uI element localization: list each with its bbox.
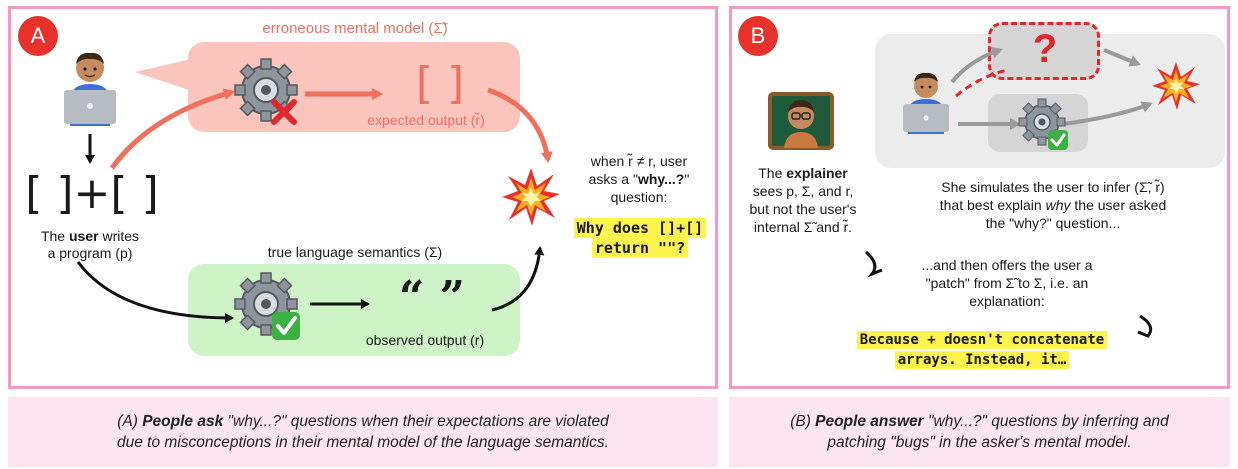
caption-b-prefix: (B) [790,413,816,430]
caption-a-rest: "why...?" questions when their expectati… [223,413,609,430]
when-question-text: when r̃ ≠ r, user asks a "why...?" quest… [566,152,712,206]
true-gear-icon [234,272,306,344]
user-caption: The user writes a program (p) [18,228,162,262]
explainer-line3: but not the user's [749,201,857,217]
caption-a-prefix: (A) [117,413,143,430]
caption-b-rest: "why...?" questions by inferring and [923,413,1169,430]
when-line3: question: [610,189,668,205]
patch-line2: "patch" from Σ̃ to Σ, i.e. an [925,275,1089,291]
explainer-line4: internal Σ̃ and r̃. [753,219,853,235]
expected-output-brackets: [ ] [415,58,465,109]
program-text: [ ]+[ ] [25,168,159,219]
user-at-laptop-icon [58,50,122,126]
simulate-line3: the "why?" question... [985,215,1121,231]
erroneous-model-label: erroneous mental model (Σ̃) [262,20,448,37]
simulate-caption: She simulates the user to infer (Σ̃, r̃)… [882,178,1224,232]
caption-b-line2: patching "bugs" in the asker's mental mo… [827,434,1132,451]
observed-output-label: observed output (r) [365,332,485,348]
explainer-line2: sees p, Σ, and r, [752,183,854,199]
explanation-highlight: Because + doesn't concatenate arrays. In… [846,330,1118,370]
patch-line1: ...and then offers the user a [921,257,1093,273]
simulated-gear-icon [1018,98,1072,152]
explosion-icon [500,166,562,228]
question-mark-text: ? [1032,27,1058,71]
speech-tail-a [135,58,195,92]
hypothesis-box [988,22,1100,80]
answer-line1: Because + doesn't concatenate [856,331,1108,349]
curved-arrow-right [1137,314,1153,338]
explainer-word: explainer [786,165,848,181]
curved-arrow-left [864,250,883,278]
arrow-user-to-hypothesis [950,46,1003,84]
explainer-caption: The explainer sees p, Σ, and r, but not … [734,164,872,236]
user-question-highlight: Why does []+[] return ""? [572,218,708,258]
simulate-line2-post: the user asked [1070,197,1167,213]
caption-a-line2: due to misconceptions in their mental mo… [117,434,609,451]
user-caption-line2: a program (p) [47,245,133,261]
question-line1: Why does []+[] [573,218,707,238]
when-line2-post: " [684,171,690,187]
user-caption-post: writes [98,228,140,244]
when-line2-bold: why...? [637,171,685,187]
when-line2-pre: asks a " [588,171,638,187]
caption-a-text: (A) People ask "why...?" questions when … [117,411,609,453]
simulated-explosion-icon [1150,60,1202,112]
explainer-teacher-icon [768,86,834,154]
user-caption-pre: The [40,228,69,244]
question-line2: return ""? [591,238,689,258]
panel-a-badge: A [18,16,58,56]
dashed-red-arrow [955,68,1009,98]
panel-b-badge: B [738,16,778,56]
caption-b-bold: People answer [815,413,924,430]
simulated-user-icon [898,70,954,134]
arrow-program-to-mental [109,88,235,170]
caption-a-bold: People ask [142,413,224,430]
arrow-semantics-to-explosion [1063,101,1153,126]
answer-line2: arrays. Instead, it… [894,351,1070,369]
arrow-expected-to-explosion [487,87,553,163]
when-line1: when r̃ ≠ r, user [590,153,688,169]
caption-b-text: (B) People answer "why...?" questions by… [790,411,1169,453]
erroneous-gear-icon [234,58,302,126]
simulate-why: why [1045,197,1071,213]
patch-caption: ...and then offers the user a "patch" fr… [892,256,1122,310]
caption-a: (A) People ask "why...?" questions when … [8,397,718,467]
explainer-line1-pre: The [758,165,787,181]
caption-b: (B) People answer "why...?" questions by… [729,397,1230,467]
expected-output-label: expected output (r̃) [367,112,485,128]
simulate-line2-pre: that best explain [939,197,1046,213]
simulate-line1: She simulates the user to infer (Σ̃, r̃) [941,179,1165,195]
arrow-program-to-true [76,261,234,323]
observed-output-quotes: “ ” [399,272,465,323]
arrow-hypothesis-to-explosion [1103,48,1141,67]
patch-line3: explanation: [969,293,1045,309]
user-word: user [68,228,99,244]
arrow-observed-to-explosion [491,246,545,312]
true-semantics-label: true language semantics (Σ) [267,244,443,260]
